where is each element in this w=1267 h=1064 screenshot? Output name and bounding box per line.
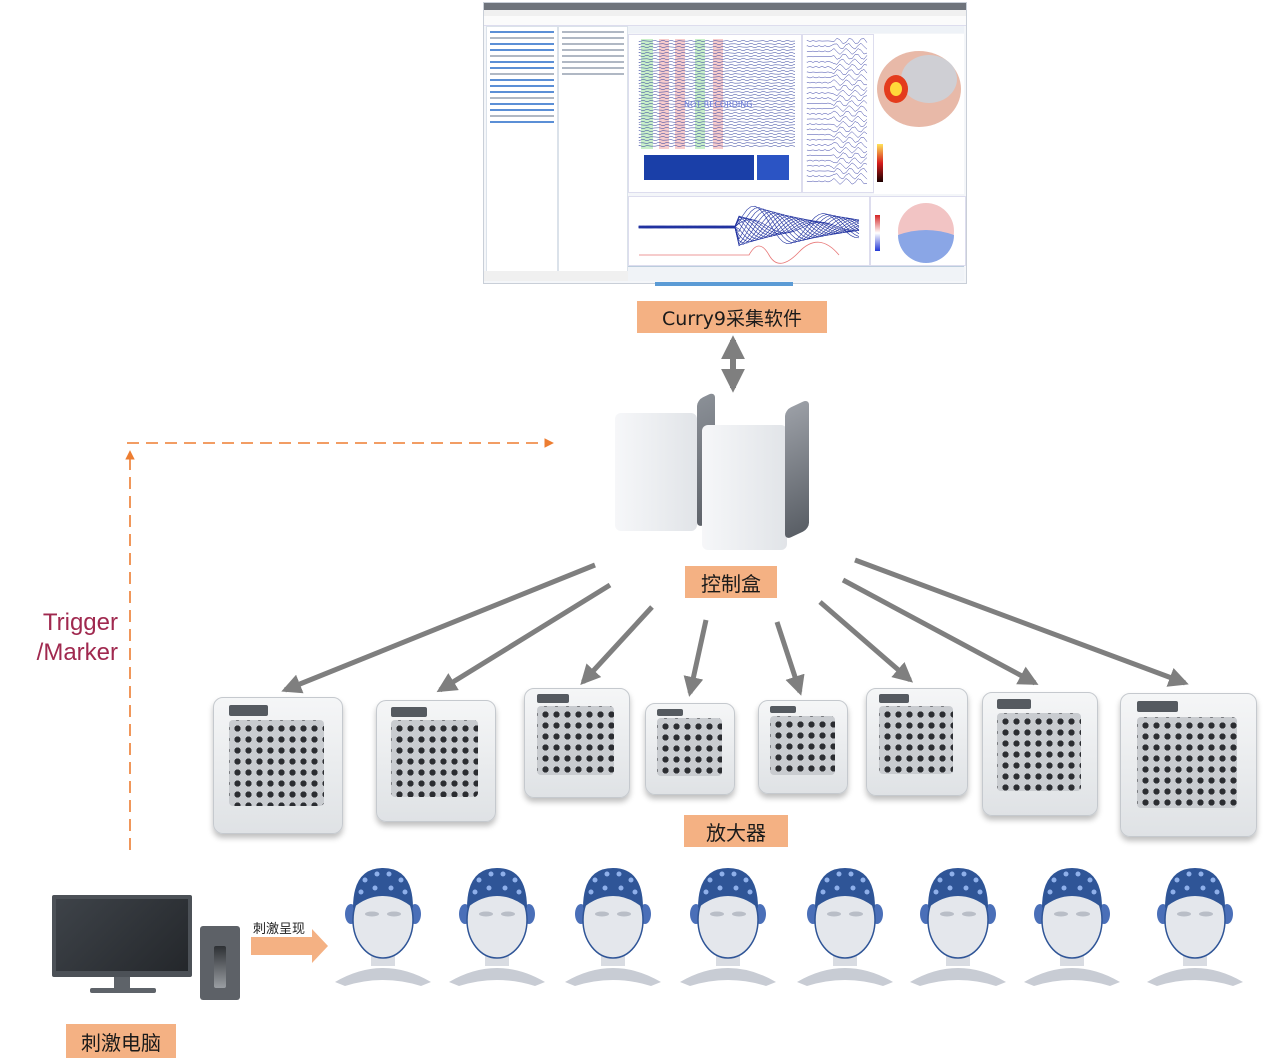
subject-head-1 (333, 862, 433, 988)
subject-head-7 (1022, 862, 1122, 988)
link-amp-1 (281, 562, 596, 694)
curry9-software-screenshot: NOT RECORDING (483, 2, 967, 284)
software-label: Curry9采集软件 (637, 301, 827, 333)
link-amp-4 (683, 619, 709, 697)
stimulus-pc-monitor (52, 895, 192, 995)
3d-brain-view (874, 34, 964, 194)
stimulus-pc-tower (200, 926, 240, 1000)
eeg-cap-icon (1147, 868, 1243, 986)
status-bar (484, 271, 628, 281)
eeg-cap-icon (565, 868, 661, 986)
eeg-cap-icon (449, 868, 545, 986)
amplifier-1 (213, 697, 343, 834)
average-view (802, 34, 874, 193)
subject-head-8 (1145, 862, 1245, 988)
subject-head-6 (908, 862, 1008, 988)
output-panel (628, 266, 964, 281)
control-box-to-amplifier-links (281, 557, 1189, 697)
control-box-label: 控制盒 (685, 566, 777, 598)
eeg-traces-view: NOT RECORDING (628, 34, 802, 193)
marker-text: /Marker (36, 639, 118, 666)
stimulus-pc-label: 刺激电脑 (66, 1024, 176, 1058)
amplifier-6 (866, 688, 968, 796)
topography-map (870, 196, 966, 266)
amplifier-4 (645, 703, 735, 795)
eeg-cap-icon (910, 868, 1006, 986)
menu-bar (484, 10, 966, 16)
toolbar (484, 16, 966, 26)
workflow-panel (486, 26, 558, 273)
eeg-traces: NOT RECORDING (638, 39, 796, 180)
eeg-cap-icon (797, 868, 893, 986)
amplifier-2 (376, 700, 496, 822)
eeg-cap-icon (1024, 868, 1120, 986)
acquisition-panel (558, 26, 628, 273)
control-box-unit-1 (615, 413, 697, 531)
view-tabs (628, 26, 964, 33)
not-recording-watermark: NOT RECORDING (684, 100, 752, 109)
subject-head-5 (795, 862, 895, 988)
subject-head-3 (563, 862, 663, 988)
subject-head-4 (678, 862, 778, 988)
link-amp-7 (841, 577, 1039, 686)
amplifier-7 (982, 692, 1098, 816)
subject-head-2 (447, 862, 547, 988)
link-amp-6 (818, 600, 914, 683)
window-titlebar (484, 3, 966, 10)
stimulus-presentation-label: 刺激呈现 (253, 922, 306, 937)
link-amp-5 (774, 621, 805, 696)
link-amp-8 (854, 557, 1189, 687)
link-amp-3 (580, 605, 654, 685)
amplifier-8 (1120, 693, 1257, 837)
eeg-cap-icon (335, 868, 431, 986)
amplifier-5 (758, 700, 848, 794)
trigger-text: Trigger (42, 609, 118, 636)
progress-bar (655, 282, 793, 286)
trigger-marker-label: Trigger /Marker (18, 608, 118, 668)
control-box (615, 391, 915, 550)
control-box-unit-2 (702, 425, 787, 550)
butterfly-plot (628, 196, 870, 266)
amplifier-label: 放大器 (684, 815, 788, 847)
eeg-cap-icon (680, 868, 776, 986)
amplifier-3 (524, 688, 630, 798)
stimulus-arrow-icon (251, 929, 328, 963)
link-amp-2 (436, 582, 612, 693)
